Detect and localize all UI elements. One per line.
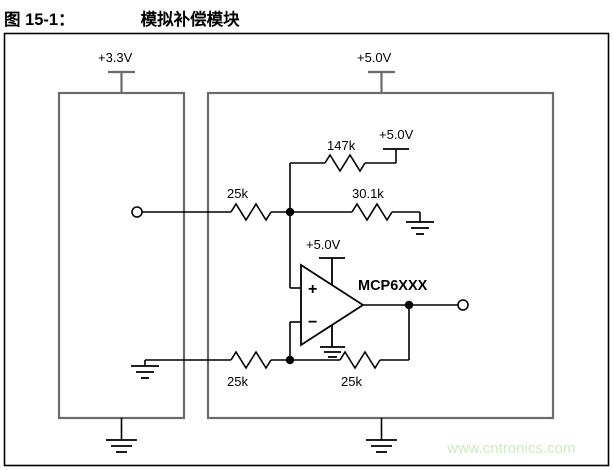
- resistor-147k-label: 147k: [327, 138, 356, 153]
- resistor-lower-right-25k-label: 25k: [341, 374, 362, 389]
- figure-title: 模拟补偿模块: [140, 11, 240, 29]
- opamp-vdd-label: +5.0V: [306, 237, 341, 252]
- resistor-30k1: [351, 202, 420, 222]
- opamp-inverting-input-sign: −: [308, 314, 317, 331]
- resistor-147k: [324, 153, 396, 173]
- ground-symbol-divider: [406, 221, 434, 235]
- resistor-30k1-label: 30.1k: [352, 186, 384, 201]
- figure-number: 图 15-1：: [4, 11, 75, 29]
- left-supply-label: +3.3V: [98, 50, 133, 65]
- opamp-part-label: MCP6XXX: [358, 278, 428, 294]
- resistor-input-series-label: 25k: [227, 186, 248, 201]
- output-terminal[interactable]: [457, 299, 469, 311]
- right-supply-label: +5.0V: [357, 50, 392, 65]
- ground-symbol-right-block: [366, 439, 397, 453]
- ground-symbol-opamp: [320, 346, 345, 358]
- ground-symbol-left-block: [106, 439, 137, 453]
- figure-caption: 图 15-1： 模拟补偿模块: [0, 0, 613, 36]
- figure-frame: [3, 32, 610, 467]
- site-watermark: www.cntronics.com: [446, 440, 575, 457]
- input-terminal[interactable]: [131, 206, 143, 218]
- pullup-rail-label: +5.0V: [379, 127, 414, 142]
- resistor-lower-right-25k: [339, 350, 409, 370]
- resistor-lower-left-25k-label: 25k: [227, 374, 248, 389]
- ground-symbol-lower-chain: [131, 360, 159, 379]
- opamp-noninverting-input-sign: +: [308, 281, 317, 298]
